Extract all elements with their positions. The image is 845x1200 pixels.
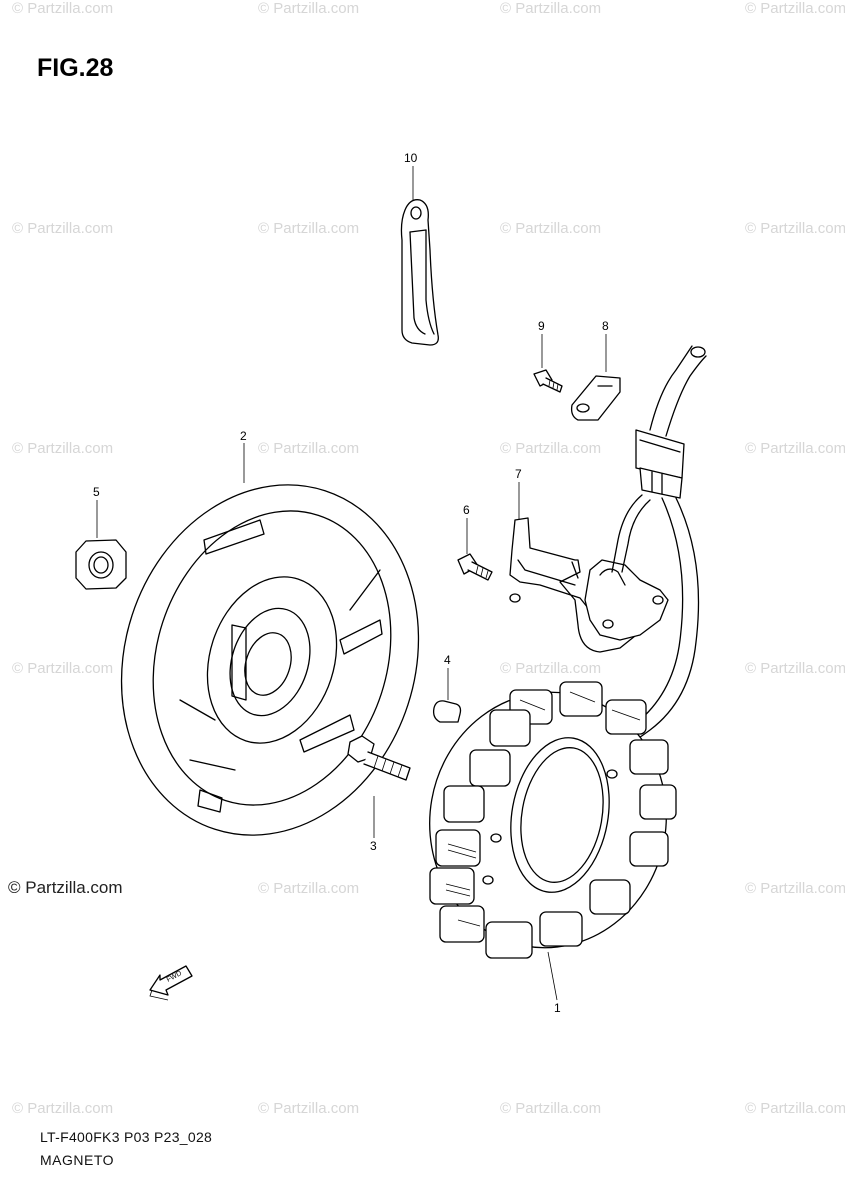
part-1-stator[interactable] <box>410 673 687 966</box>
watermark: © Partzilla.com <box>12 1100 114 1117</box>
watermark: © Partzilla.com <box>12 0 114 17</box>
diagram-description: MAGNETO <box>40 1152 115 1168</box>
part-3-bolt[interactable] <box>347 735 411 781</box>
callout-1[interactable]: 1 <box>554 1001 561 1015</box>
wire-harness[interactable] <box>559 345 707 773</box>
leader-lines <box>96 166 607 1001</box>
watermark: © Partzilla.com <box>258 1100 360 1117</box>
watermark: © Partzilla.com <box>258 220 360 237</box>
watermark: © Partzilla.com <box>745 440 845 457</box>
pickup-coil[interactable] <box>584 494 669 641</box>
watermark: © Partzilla.com <box>258 880 360 897</box>
callout-10[interactable]: 10 <box>404 151 418 165</box>
watermark: © Partzilla.com <box>745 220 845 237</box>
watermark: © Partzilla.com <box>500 220 602 237</box>
watermark: © Partzilla.com <box>745 880 845 897</box>
part-2-rotor[interactable] <box>77 446 463 874</box>
callout-7[interactable]: 7 <box>515 467 522 481</box>
part-4-key[interactable] <box>432 700 462 723</box>
part-10-clamp[interactable] <box>400 199 439 346</box>
part-6-screw[interactable] <box>457 553 493 581</box>
watermark: © Partzilla.com <box>500 1100 602 1117</box>
watermark: © Partzilla.com <box>12 440 114 457</box>
callout-3[interactable]: 3 <box>370 839 377 853</box>
watermark: © Partzilla.com <box>745 660 845 677</box>
watermark: © Partzilla.com <box>258 440 360 457</box>
watermark: © Partzilla.com <box>745 0 845 17</box>
part-9-bolt[interactable] <box>533 369 563 393</box>
watermark: © Partzilla.com <box>500 660 602 677</box>
part-8-plate[interactable] <box>570 375 621 421</box>
watermark: © Partzilla.com <box>258 0 360 17</box>
watermark: © Partzilla.com <box>745 1100 845 1117</box>
callout-5[interactable]: 5 <box>93 485 100 499</box>
callout-8[interactable]: 8 <box>602 319 609 333</box>
watermark: © Partzilla.com <box>12 220 114 237</box>
part-5-nut[interactable] <box>75 539 127 590</box>
callout-9[interactable]: 9 <box>538 319 545 333</box>
watermark: © Partzilla.com <box>500 440 602 457</box>
watermark: © Partzilla.com <box>500 0 602 17</box>
stator-windings <box>429 681 677 959</box>
callout-2[interactable]: 2 <box>240 429 247 443</box>
figure-title: FIG.28 <box>37 54 114 82</box>
watermark: © Partzilla.com <box>12 660 114 677</box>
fwd-arrow-icon: FWD <box>149 965 193 1001</box>
callout-4[interactable]: 4 <box>444 653 451 667</box>
copyright-notice: © Partzilla.com <box>8 878 123 897</box>
callout-6[interactable]: 6 <box>463 503 470 517</box>
diagram-code: LT-F400FK3 P03 P23_028 <box>40 1129 213 1145</box>
